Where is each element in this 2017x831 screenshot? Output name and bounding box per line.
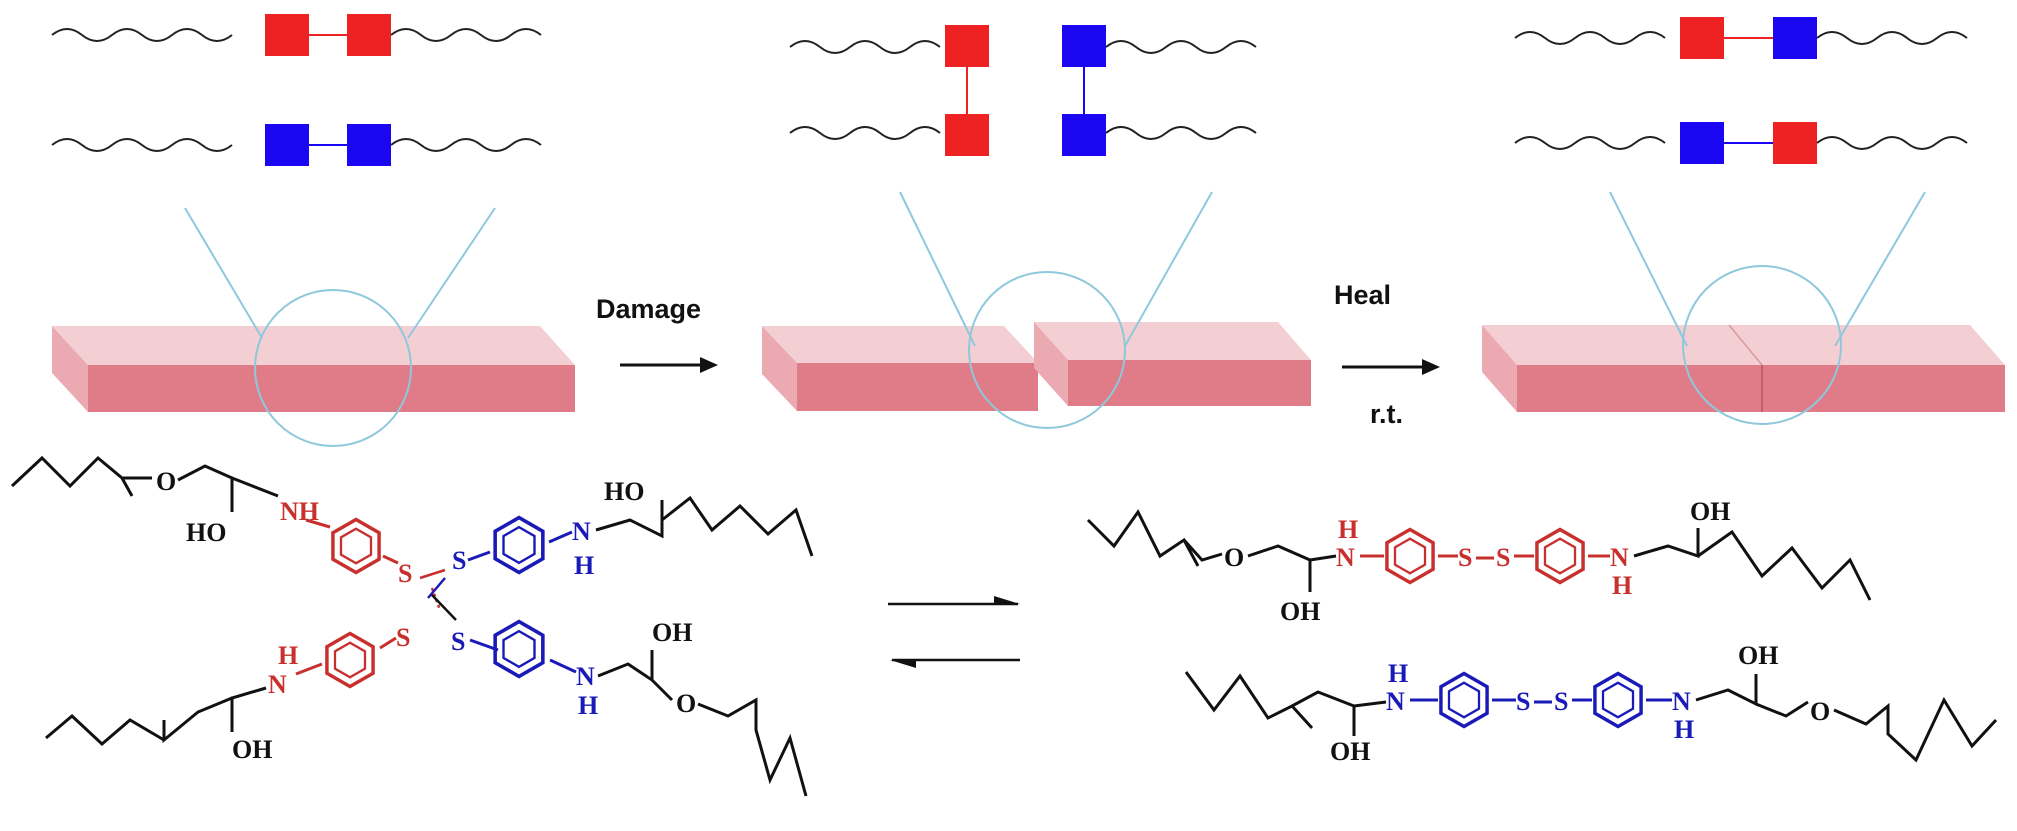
zoom-indicator [184, 207, 496, 447]
damage-arrow: Damage [596, 294, 718, 373]
nitrogen-label-red: N [268, 670, 287, 699]
room-temperature-label: r.t. [1370, 399, 1403, 429]
hydroxyl-label: OH [1738, 641, 1778, 670]
sulfur-label-red: S [396, 623, 410, 652]
left-chain-pair [789, 25, 989, 156]
benzene-ring-red [1385, 527, 1435, 585]
hydroxyl-label: HO [604, 477, 644, 506]
hydroxyl-label: OH [1330, 737, 1370, 766]
red-unit [1680, 17, 1724, 59]
zoom-indicator [1609, 191, 1926, 425]
hydrogen-label-blue: H [574, 551, 594, 580]
blue-unit [265, 124, 309, 166]
nitrogen-label-blue: N [1672, 687, 1691, 716]
hydroxyl-label: OH [652, 618, 692, 647]
zoom-indicator [899, 191, 1213, 429]
benzene-ring-blue [493, 619, 545, 679]
hydrogen-label-red: H [278, 641, 298, 670]
right-chain-pair [1062, 25, 1257, 156]
slab-right-piece [1034, 322, 1311, 406]
blue-unit [1680, 122, 1724, 164]
molecule-left: O HO NH S S N H HO S S H N OH [10, 455, 814, 797]
oxygen-label: O [1224, 543, 1244, 572]
panel-damaged [762, 25, 1311, 429]
oxygen-label: O [676, 689, 696, 718]
benzene-ring-blue [1593, 671, 1643, 729]
benzene-ring-red [331, 517, 381, 575]
red-unit [945, 114, 989, 156]
blue-unit [1062, 25, 1106, 67]
red-unit [265, 14, 309, 56]
red-unit [1773, 122, 1817, 164]
sulfur-label-blue: S [452, 546, 466, 575]
oxygen-label: O [156, 467, 176, 496]
heal-arrow: Heal r.t. [1334, 280, 1440, 429]
benzene-ring-red [1535, 527, 1585, 585]
nitrogen-label-blue: N [1386, 687, 1405, 716]
blue-unit [1062, 114, 1106, 156]
hydrogen-label-blue: H [1674, 715, 1694, 744]
oxygen-label: O [1810, 697, 1830, 726]
hydroxyl-label: HO [186, 518, 226, 547]
panel-healed [1482, 17, 2005, 425]
damage-label: Damage [596, 294, 701, 324]
sulfur-label-blue: S [1554, 687, 1568, 716]
hydroxyl-label: OH [1280, 597, 1320, 626]
red-unit [347, 14, 391, 56]
benzene-ring-blue [1439, 671, 1489, 729]
slab-intact [52, 326, 575, 412]
chain-pair-bottom [1514, 122, 1968, 164]
sulfur-label-red: S [1496, 543, 1510, 572]
chain-pair-bottom [51, 124, 542, 166]
sulfur-label-red: S [1458, 543, 1472, 572]
nitrogen-label-blue: N [572, 517, 591, 546]
benzene-ring-red [325, 631, 375, 689]
hydroxyl-label: OH [1690, 497, 1730, 526]
nitrogen-label-red: N [1336, 543, 1355, 572]
panel-intact [51, 14, 575, 447]
blue-unit [1773, 17, 1817, 59]
molecule-right: O OH H N S S N H OH OH H N S S N [1086, 497, 1998, 766]
hydrogen-label-blue: H [578, 691, 598, 720]
sulfur-label-blue: S [1516, 687, 1530, 716]
slab-left-piece [762, 326, 1038, 411]
heal-label: Heal [1334, 280, 1391, 310]
nitrogen-label-red: N [1610, 543, 1629, 572]
benzene-ring-blue [493, 515, 545, 575]
slab-healed [1482, 324, 2005, 412]
hydrogen-label-red: H [1338, 515, 1358, 544]
hydrogen-label-blue: H [1388, 659, 1408, 688]
hydrogen-label-red: H [1612, 571, 1632, 600]
chain-pair-top [51, 14, 542, 56]
red-unit [945, 25, 989, 67]
sulfur-label-red: S [398, 559, 412, 588]
nitrogen-label-blue: N [576, 662, 595, 691]
sulfur-label-blue: S [451, 627, 465, 656]
blue-unit [347, 124, 391, 166]
equilibrium-arrows [888, 596, 1020, 668]
chain-pair-top [1514, 17, 1968, 59]
hydroxyl-label: OH [232, 735, 272, 764]
